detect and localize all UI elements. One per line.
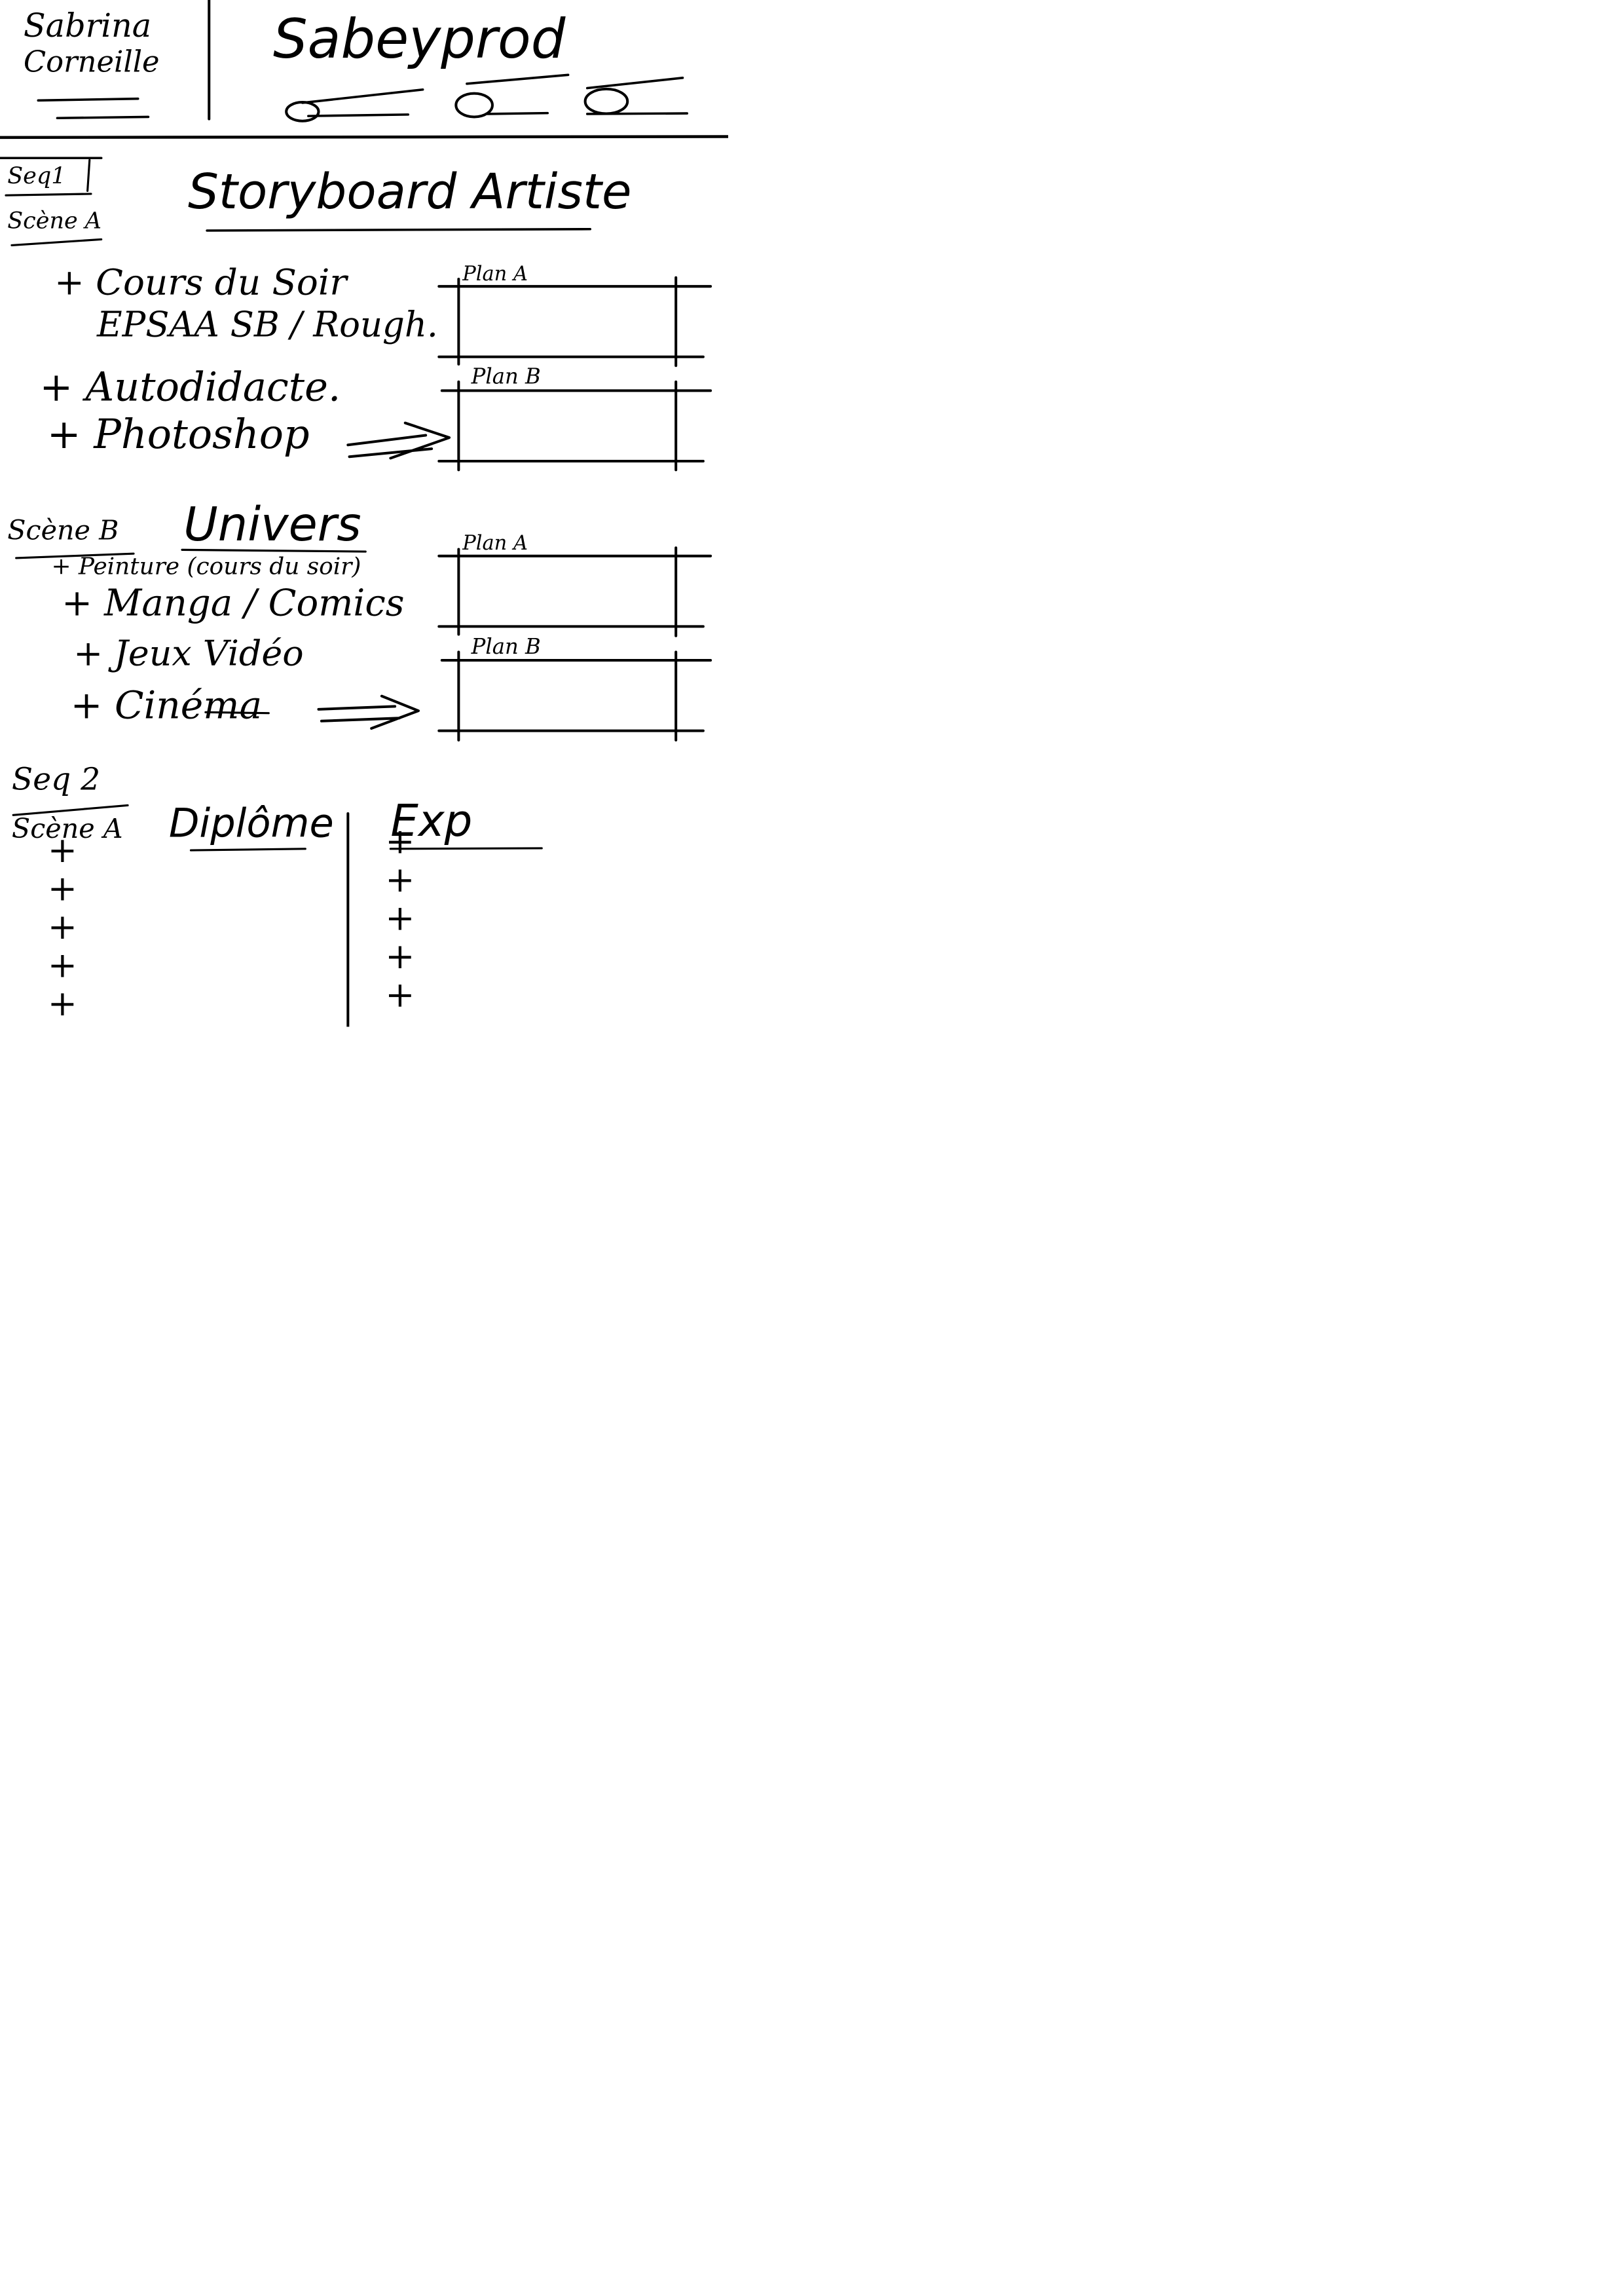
diplome-marks: +++++ — [41, 827, 83, 1019]
panel-b2-label: Plan B — [471, 634, 541, 659]
studio-name: Sabeyprod — [272, 7, 566, 71]
scene-b-item-2: + Manga / Comics — [62, 581, 405, 624]
author-first-name: Sabrina — [23, 7, 152, 45]
scene-a-label: Scène A — [7, 207, 102, 234]
scene-a-item-2: EPSAA SB / Rough. — [96, 304, 438, 345]
scene-b-item-4: + Cinéma — [70, 683, 263, 728]
author-underline-2 — [56, 115, 150, 120]
rating-bar-1 — [301, 88, 424, 104]
panel-a1-label: Plan A — [462, 261, 528, 286]
seq2-rule — [12, 804, 129, 816]
seq2-scene-label: Scène A — [11, 812, 123, 844]
author-underline-1 — [37, 97, 139, 102]
storyboard-sheet: Sabrina Corneille Sabeyprod Seq1 Scène A… — [0, 0, 728, 1027]
rating-circle-2 — [454, 92, 494, 119]
ink-strokes — [0, 0, 728, 1027]
scene-a-underline — [10, 238, 103, 246]
scene-a-item-3: + Autodidacte. — [39, 364, 341, 410]
arrow-scene-a — [346, 421, 451, 460]
scene-b-item-3: + Jeux Vidéo — [73, 633, 304, 674]
rating-circle-3 — [583, 87, 629, 115]
rating-bar-1b — [307, 113, 410, 117]
exp-underline — [389, 847, 543, 850]
univers-title: Univers — [183, 497, 361, 552]
rating-bar-2b — [486, 111, 549, 115]
diplome-title: Diplôme — [168, 800, 334, 846]
seq1-box-mid — [5, 193, 92, 197]
scene-a-item-1: + Cours du Soir — [54, 261, 347, 303]
diplome-underline — [189, 848, 306, 852]
scene-b-underline — [15, 552, 135, 559]
rating-bar-3 — [585, 77, 684, 90]
rating-circle-1 — [285, 101, 320, 122]
seq1-box-right — [86, 159, 91, 193]
univers-underline — [181, 548, 367, 553]
storyboard-title-underline — [206, 227, 592, 232]
scene-a-item-4: + Photoshop — [46, 410, 310, 459]
cinema-tail-stroke — [204, 711, 270, 715]
exp-title: Exp — [390, 795, 473, 847]
author-last-name: Corneille — [23, 44, 160, 79]
panel-b1-label: Plan A — [462, 531, 528, 555]
arrow-scene-b — [317, 694, 420, 730]
seq2-label: Seq 2 — [11, 760, 101, 797]
panel-a2-label: Plan B — [471, 364, 541, 389]
exp-marks: +++++ — [378, 818, 420, 1011]
seq1-label: Seq1 — [7, 162, 66, 189]
scene-b-item-1: + Peinture (cours du soir) — [51, 552, 361, 580]
storyboard-artiste-title: Storyboard Artiste — [187, 163, 632, 220]
header-bottom-rule — [0, 135, 728, 140]
scene-b-label: Scène B — [7, 514, 119, 546]
rating-bar-2 — [466, 73, 570, 85]
